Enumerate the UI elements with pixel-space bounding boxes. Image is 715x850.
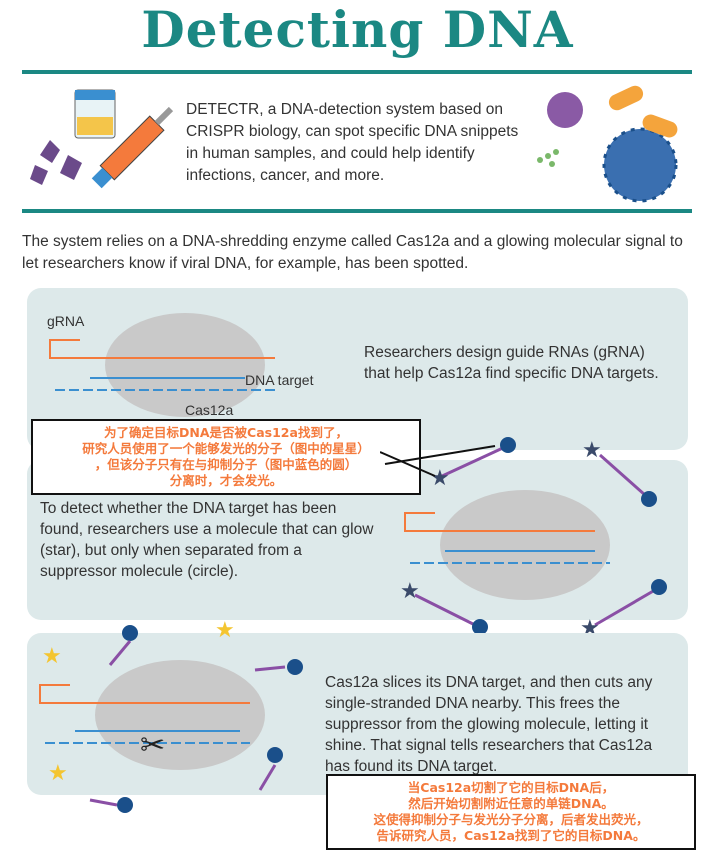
grna-label: gRNA [47,313,85,329]
sample-syringe-illustration [30,89,174,189]
annotation-arrows [380,445,496,477]
annotation-line: 为了确定目标DNA是否被Cas12a找到了， [104,425,348,440]
svg-text:★: ★ [400,578,420,603]
dna-target-label: DNA target [245,372,314,388]
svg-text:★: ★ [582,437,602,462]
svg-text:★: ★ [42,643,62,668]
panel-1-text: Researchers design guide RNAs (gRNA) tha… [364,344,659,382]
svg-text:✂: ✂ [140,729,165,762]
cas12a-label: Cas12a [185,402,234,418]
svg-text:★: ★ [48,760,68,785]
annotation-cleavage: 当Cas12a切割了它的目标DNA后， 然后开始切割附近任意的单链DNA。 这使… [326,774,696,850]
annotation-line: 这使得抑制分子与发光分子分离，后者发出荧光， [373,812,649,827]
svg-text:★: ★ [580,615,600,635]
annotation-line: ，但该分子只有在与抑制分子（图中蓝色的圆） [94,457,358,472]
reporter-molecules-illustration: ★ ★ ★ ★ [400,437,667,635]
annotation-reporter: 为了确定目标DNA是否被Cas12a找到了， 研究人员使用了一个能够发光的分子（… [31,419,421,495]
annotation-line: 研究人员使用了一个能够发光的分子（图中的星星） [82,441,370,456]
annotation-line: 然后开始切割附近任意的单链DNA。 [408,796,614,811]
virus-bacteria-illustration [537,85,678,203]
divider [22,70,692,74]
divider [22,209,692,213]
svg-text:★: ★ [215,617,235,642]
annotation-line: 分离时，才会发光。 [169,473,283,488]
panel-2-text: To detect whether the DNA target has bee… [40,500,374,580]
panel-3-text: Cas12a slices its DNA target, and then c… [325,674,653,775]
page-title: Detecting DNA [141,0,574,59]
annotation-line: 告诉研究人员，Cas12a找到了它的目标DNA。 [376,828,646,843]
cleavage-illustration: ✂ ★ ★ ★ [39,617,303,813]
cas12a-grna-illustration [49,313,275,417]
annotation-line: 当Cas12a切割了它的目标DNA后， [407,780,615,795]
svg-text:★: ★ [430,465,450,490]
intro-text: DETECTR, a DNA-detection system based on… [186,101,519,184]
lead-paragraph: The system relies on a DNA-shredding enz… [22,233,683,272]
